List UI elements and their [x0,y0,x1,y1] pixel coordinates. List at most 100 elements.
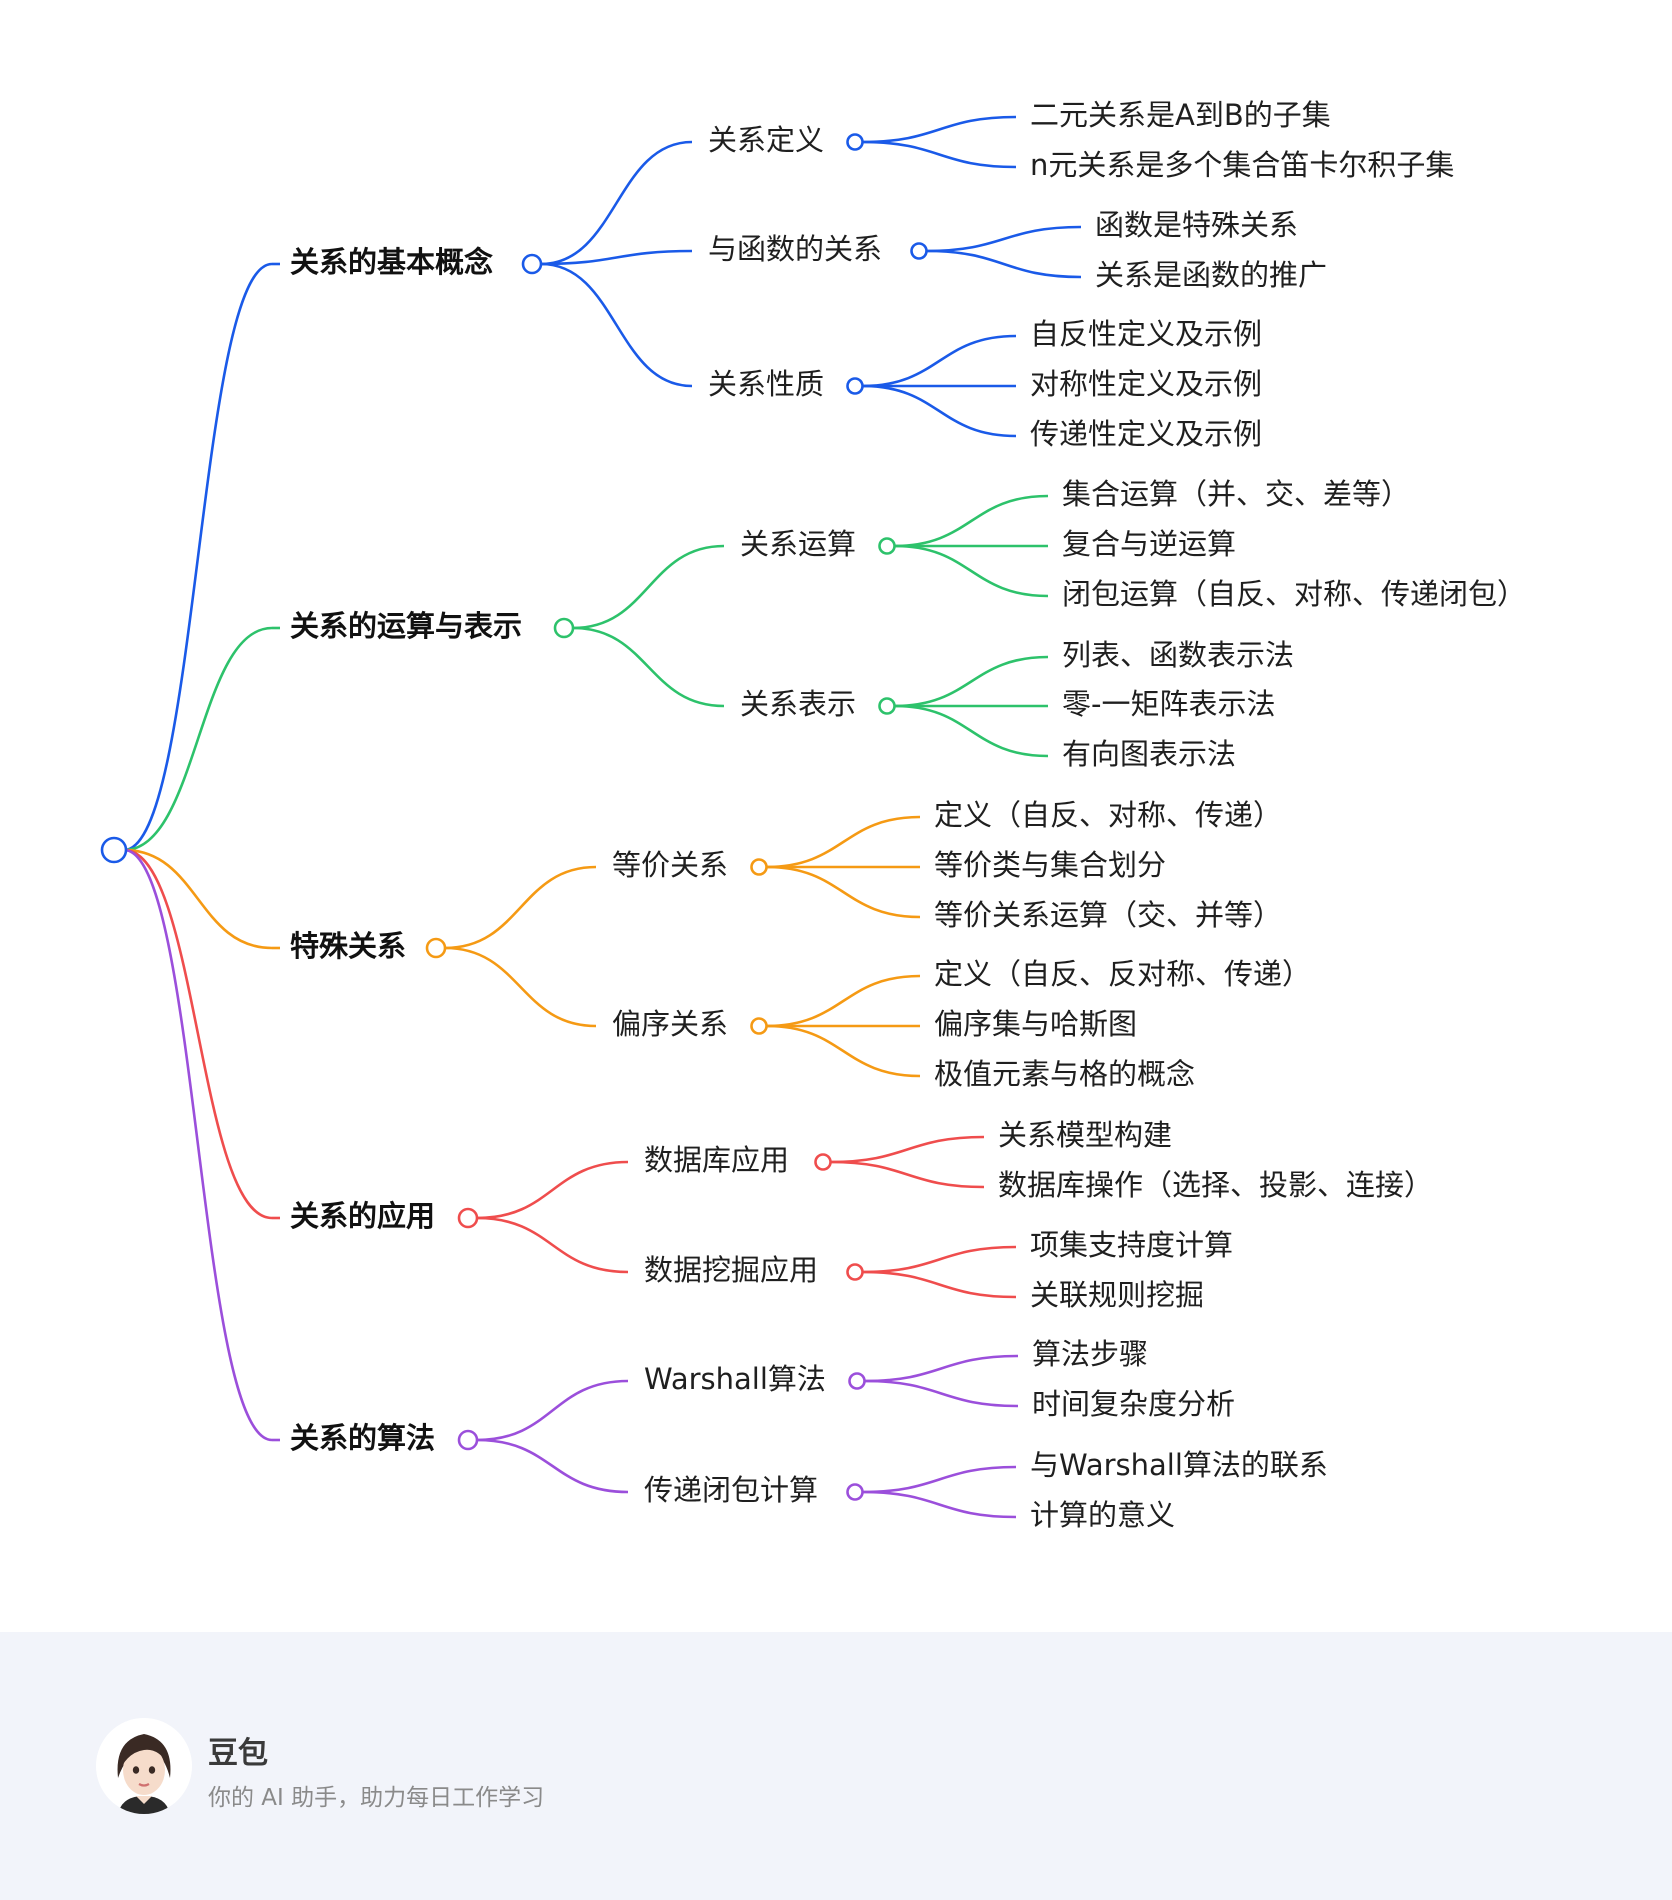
branch-3: 特殊关系 等价关系 定义（自反、对称、传递） 等价类与集合划分等价关系运算（交、并等）… [290,798,1311,1091]
leaf-topic: 计算的意义 [1030,1498,1175,1532]
subtopic-expand-node[interactable] [846,377,864,395]
subtopic-connector [572,626,725,708]
leaf-topic: 列表、函数表示法 [1062,638,1294,672]
leaf-topic: 时间复杂度分析 [1032,1387,1235,1421]
branch-expand-node[interactable] [521,253,543,275]
leaf-topic: 等价类与集合划分 [934,848,1166,882]
root-connector [123,626,273,852]
leaf-connector [926,225,1082,253]
subtopic-connector [444,865,597,950]
branch-topic: 关系的算法 [290,1421,435,1455]
root-connector [123,848,273,1220]
leaf-connector [862,1270,1017,1299]
subtopic-expand-node[interactable] [750,1017,768,1035]
subtopic-expand-node[interactable] [910,242,928,260]
subtopic-connector [476,1379,629,1442]
subtopic-connector [476,1438,629,1494]
leaf-connector [766,1024,921,1078]
leaf-topic: 零-一矩阵表示法 [1062,687,1275,721]
subtopic-expand-node[interactable] [814,1153,832,1171]
leaf-connector [766,865,921,919]
avatar-portrait-icon [96,1718,192,1814]
root-connector [123,262,273,852]
subtopic: 关系表示 [740,687,856,721]
subtopic: 等价关系 [612,848,728,882]
subtopic: 传递闭包计算 [644,1473,818,1507]
subtopic-connector [476,1216,629,1274]
leaf-connector [830,1160,985,1189]
mind-map: 关系的基本概念关系定义二元关系是A到B的子集n元关系是多个集合笛卡尔积子集与函数… [100,98,1526,1532]
leaf-topic: 关系模型构建 [998,1118,1172,1152]
branch-2: 关系的运算与表示 关系运算 集合运算（并、交、差等） 复合与逆运算闭包运算（自反、对称… [290,477,1526,771]
branch-topic: 关系的应用 [290,1199,435,1233]
leaf-connector [862,384,1017,438]
subtopic-expand-node[interactable] [878,537,896,555]
leaf-connector [894,494,1049,548]
leaf-connector [926,249,1082,279]
root-connector [123,848,273,1442]
nodes: 关系的基本概念关系定义二元关系是A到B的子集n元关系是多个集合笛卡尔积子集与函数… [290,98,1526,1532]
subtopic-connector [476,1160,629,1220]
leaf-connector [862,1465,1017,1494]
subtopic-connector [444,946,597,1028]
leaf-topic: 与Warshall算法的联系 [1030,1448,1328,1482]
leaf-topic: 函数是特殊关系 [1095,208,1298,242]
leaf-topic: 极值元素与格的概念 [934,1057,1195,1091]
branch-topic: 关系的运算与表示 [290,609,522,643]
leaf-connector [862,1490,1017,1519]
branch-expand-node[interactable] [553,617,575,639]
branch-topic: 特殊关系 [290,929,406,963]
subtopic-connector [540,262,693,388]
subtopic-expand-node[interactable] [846,1483,864,1501]
subtopic-expand-node[interactable] [846,1263,864,1281]
branch-5: 关系的算法Warshall算法算法步骤时间复杂度分析传递闭包计算与Warshal… [290,1337,1328,1532]
subtopic: Warshall算法 [644,1362,826,1396]
brand-name: 豆包 [208,1736,268,1771]
leaf-connector [766,974,921,1028]
leaf-connector [894,655,1049,708]
branch-1: 关系的基本概念关系定义二元关系是A到B的子集n元关系是多个集合笛卡尔积子集与函数… [290,98,1454,451]
leaf-topic: 定义（自反、对称、传递） [934,798,1282,832]
subtopic-expand-node[interactable] [750,858,768,876]
leaf-connector [862,334,1017,388]
subtopic-expand-node[interactable] [878,697,896,715]
leaf-topic: 复合与逆运算 [1062,527,1236,561]
leaf-topic: 对称性定义及示例 [1030,367,1262,401]
leaf-topic: 集合运算（并、交、差等） [1062,477,1410,511]
leaf-topic: 自反性定义及示例 [1030,317,1262,351]
leaf-topic: 关联规则挖掘 [1030,1278,1204,1312]
leaf-connector [862,1245,1017,1274]
brand-tagline: 你的 AI 助手，助力每日工作学习 [208,1785,545,1811]
leaf-topic: 二元关系是A到B的子集 [1030,98,1331,132]
branch-expand-node[interactable] [425,937,447,959]
branch-expand-node[interactable] [457,1207,479,1229]
leaf-topic: n元关系是多个集合笛卡尔积子集 [1030,148,1454,182]
subtopic-connector [540,249,693,266]
leaf-topic: 项集支持度计算 [1030,1228,1233,1262]
leaf-topic: 传递性定义及示例 [1030,417,1262,451]
avatar [96,1718,192,1814]
leaf-topic: 闭包运算（自反、对称、传递闭包） [1062,577,1526,611]
footer: 豆包 你的 AI 助手，助力每日工作学习 [0,1632,1672,1900]
root-connector [123,848,273,950]
leaf-topic: 等价关系运算（交、并等） [934,898,1282,932]
leaf-connector [894,704,1049,758]
connectors [123,115,1082,1519]
leaf-connector [862,115,1017,144]
leaf-topic: 有向图表示法 [1062,737,1236,771]
branch-expand-node[interactable] [457,1429,479,1451]
leaf-connector [894,544,1049,598]
subtopic: 关系性质 [708,367,824,401]
leaf-connector [766,815,921,869]
root-node[interactable] [100,836,128,864]
subtopic: 关系定义 [708,123,824,157]
leaf-connector [864,1379,1019,1408]
leaf-topic: 定义（自反、反对称、传递） [934,957,1311,991]
subtopic: 与函数的关系 [708,232,882,266]
branch-4: 关系的应用数据库应用关系模型构建数据库操作（选择、投影、连接）数据挖掘应用项集支… [290,1118,1433,1312]
subtopic-connector [540,140,693,266]
subtopic: 数据库应用 [644,1143,789,1177]
subtopic-expand-node[interactable] [848,1372,866,1390]
subtopic-expand-node[interactable] [846,133,864,151]
subtopic: 关系运算 [740,527,856,561]
